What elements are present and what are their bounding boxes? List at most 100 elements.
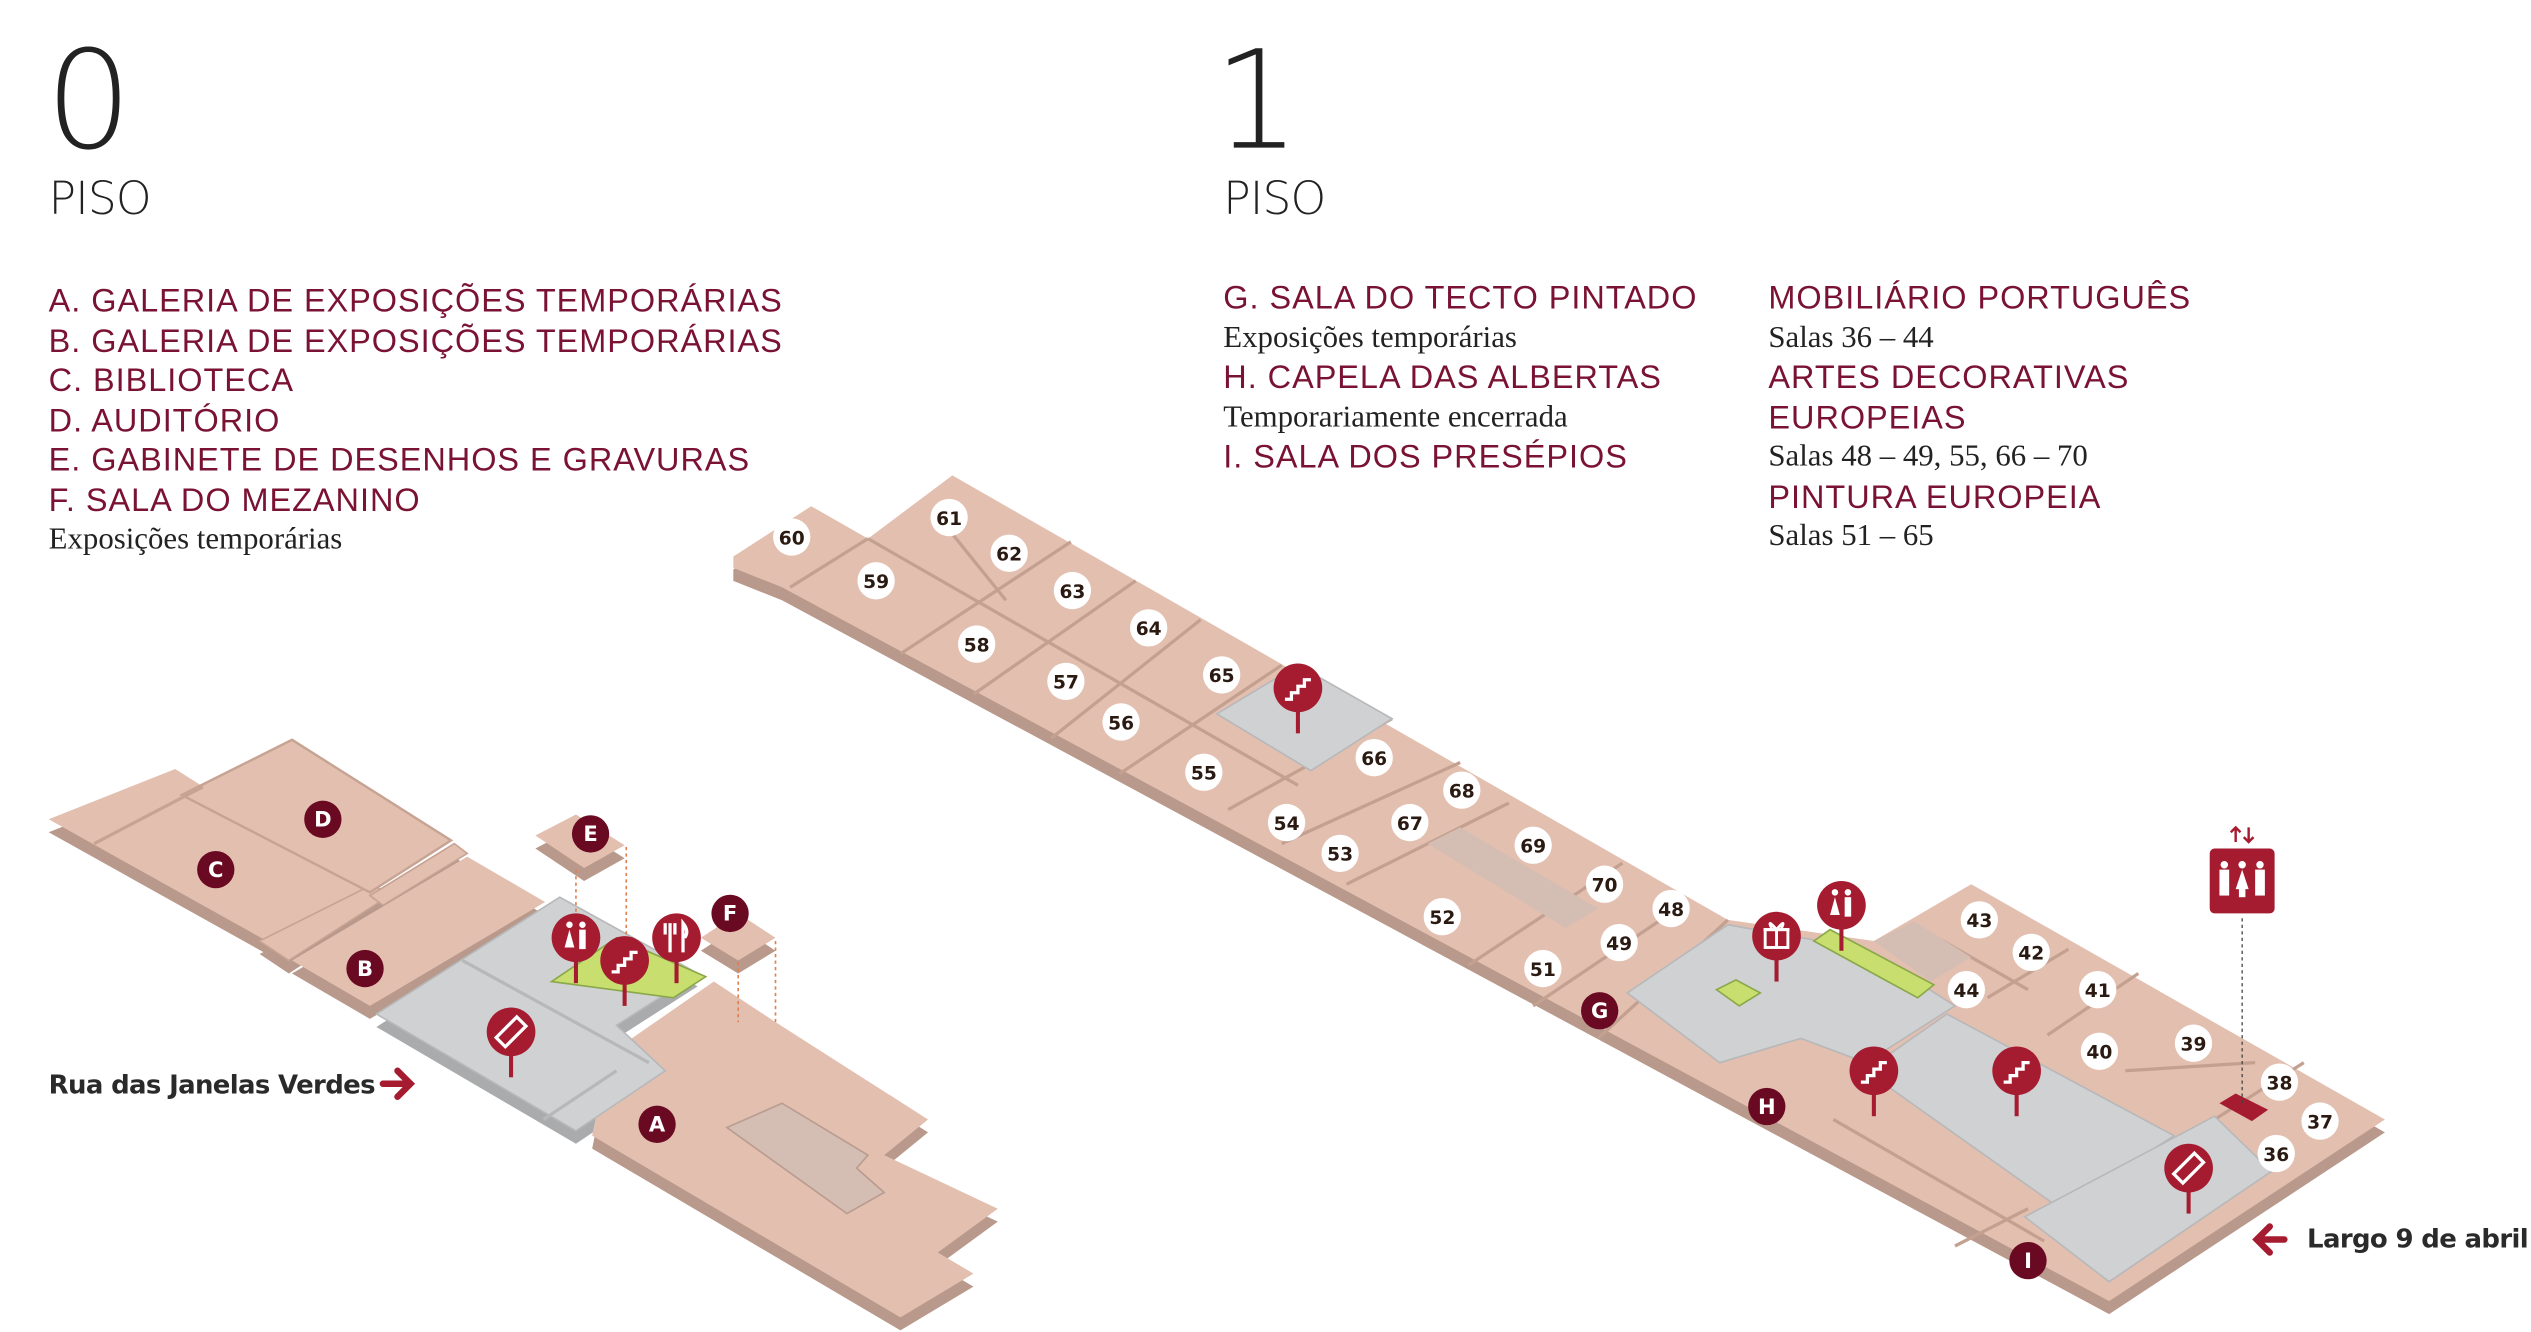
badge-label: 59	[863, 572, 889, 593]
badge-label: 60	[779, 528, 805, 549]
arrow-right-icon	[379, 1067, 416, 1100]
room-badge-39[interactable]: 39	[2174, 1024, 2213, 1062]
room-badge-56[interactable]: 56	[1102, 703, 1140, 741]
room-badge-57[interactable]: 57	[1047, 662, 1085, 701]
room-badge-63[interactable]: 63	[1053, 571, 1092, 610]
badge-label: 67	[1397, 814, 1423, 835]
area-badge-f[interactable]: F	[711, 894, 749, 933]
gift-shop-pin[interactable]	[1752, 912, 1801, 982]
room-badge-66[interactable]: 66	[1355, 739, 1393, 777]
area-badge-h[interactable]: H	[1748, 1087, 1786, 1126]
badge-label: 56	[1108, 713, 1134, 734]
legend-item-f[interactable]: F. SALA DO MEZANINO	[48, 482, 421, 519]
room-badge-62[interactable]: 62	[990, 534, 1028, 572]
badge-label: H	[1758, 1094, 1776, 1119]
restaurant-pin[interactable]	[652, 913, 701, 983]
legend-note-h: Temporariamente encerrada	[1223, 399, 1568, 434]
legend-item-d[interactable]: D. AUDITÓRIO	[48, 403, 281, 439]
room-badge-70[interactable]: 70	[1585, 865, 1624, 903]
room-badge-42[interactable]: 42	[2012, 933, 2050, 972]
elevator-icon	[2219, 861, 2265, 898]
stairs-pin[interactable]	[1992, 1046, 2041, 1116]
area-badge-c[interactable]: C	[197, 850, 235, 889]
room-badge-41[interactable]: 41	[2079, 971, 2117, 1009]
room-badge-43[interactable]: 43	[1960, 901, 1998, 939]
area-badge-i[interactable]: I	[2009, 1241, 2047, 1280]
legend-item-e[interactable]: E. GABINETE DE DESENHOS E GRAVURAS	[48, 442, 751, 479]
room-badge-64[interactable]: 64	[1130, 609, 1168, 647]
badge-label: 68	[1449, 781, 1475, 802]
ticket-pin[interactable]	[487, 1008, 536, 1078]
corridor-tan-2	[1873, 921, 1972, 982]
area-a-inner	[725, 1102, 886, 1215]
room-badge-53[interactable]: 53	[1321, 834, 1359, 873]
legend-item-i[interactable]: I. SALA DOS PRESÉPIOS	[1223, 439, 1628, 476]
badge-label: F	[723, 901, 737, 926]
badge-label: B	[357, 956, 373, 981]
restroom-pin[interactable]	[1817, 881, 1866, 951]
room-badge-59[interactable]: 59	[857, 562, 895, 600]
room-badge-38[interactable]: 38	[2260, 1063, 2299, 1101]
room-badge-69[interactable]: 69	[1514, 826, 1552, 864]
room-badge-52[interactable]: 52	[1423, 897, 1461, 936]
room-badge-48[interactable]: 48	[1652, 889, 1690, 928]
badge-label: 66	[1361, 749, 1387, 770]
legend-item-b[interactable]: B. GALERIA DE EXPOSIÇÕES TEMPORÁRIAS	[48, 323, 783, 360]
floor-0-label: PISO	[48, 171, 152, 226]
room-badge-49[interactable]: 49	[1600, 923, 1638, 962]
room-badge-65[interactable]: 65	[1203, 656, 1241, 694]
badge-label: 36	[2263, 1145, 2289, 1166]
badge-label: 70	[1592, 876, 1618, 897]
room-badge-67[interactable]: 67	[1391, 803, 1429, 842]
badge-label: I	[2024, 1248, 2032, 1273]
elevator-sign[interactable]	[2209, 825, 2275, 914]
room-badge-60[interactable]: 60	[773, 518, 811, 556]
legend-collection-pintura[interactable]: PINTURA EUROPEIA	[1768, 479, 2102, 516]
room-badge-55[interactable]: 55	[1185, 753, 1223, 791]
area-badge-b[interactable]: B	[346, 949, 384, 988]
legend-rooms-artes: Salas 48 – 49, 55, 66 – 70	[1768, 439, 2088, 474]
room-badge-36[interactable]: 36	[2257, 1134, 2295, 1173]
stairs-pin[interactable]	[600, 936, 649, 1006]
badge-label: 49	[1606, 934, 1632, 955]
badge-label: 65	[1209, 666, 1235, 687]
legend-item-h[interactable]: H. CAPELA DAS ALBERTAS	[1223, 360, 1662, 396]
area-badge-a[interactable]: A	[638, 1105, 676, 1143]
floor-0-plan	[48, 738, 998, 1331]
room-badge-40[interactable]: 40	[2080, 1032, 2119, 1070]
legend-note-f: Exposições temporárias	[48, 522, 343, 557]
room-badge-68[interactable]: 68	[1443, 771, 1481, 809]
badge-label: 39	[2181, 1035, 2207, 1056]
area-badge-e[interactable]: E	[571, 815, 610, 853]
stairs-pin[interactable]	[1850, 1046, 1899, 1116]
legend-note-g: Exposições temporárias	[1223, 320, 1517, 355]
legend-collection-mobiliario[interactable]: MOBILIÁRIO PORTUGUÊS	[1768, 280, 2192, 317]
room-badge-58[interactable]: 58	[958, 625, 996, 663]
street-label-largo-9-de-abril: Largo 9 de abril	[2307, 1223, 2529, 1255]
room-badge-37[interactable]: 37	[2301, 1102, 2339, 1140]
area-badge-g[interactable]: G	[1581, 992, 1619, 1030]
ticket-pin[interactable]	[2164, 1144, 2213, 1214]
floor-1-label: PISO	[1223, 171, 1326, 226]
stairs-pin[interactable]	[1274, 664, 1323, 734]
badge-label: 38	[2266, 1073, 2292, 1094]
area-badge-d[interactable]: D	[304, 800, 342, 838]
legend-collection-artes[interactable]: ARTES DECORATIVAS	[1768, 360, 2130, 396]
legend-item-a[interactable]: A. GALERIA DE EXPOSIÇÕES TEMPORÁRIAS	[48, 283, 783, 320]
badge-label: 61	[936, 509, 962, 530]
legend-item-c[interactable]: C. BIBLIOTECA	[48, 363, 294, 400]
area-f[interactable]	[700, 913, 776, 961]
badge-label: 51	[1530, 960, 1556, 981]
restroom-pin[interactable]	[552, 913, 601, 983]
room-badge-54[interactable]: 54	[1267, 803, 1306, 842]
room-badge-61[interactable]: 61	[930, 498, 968, 537]
room-badge-44[interactable]: 44	[1947, 971, 1986, 1009]
floor-1-plan	[733, 475, 2385, 1315]
up-down-arrows-icon	[2229, 825, 2255, 844]
room-badge-51[interactable]: 51	[1524, 949, 1562, 988]
legend-item-g[interactable]: G. SALA DO TECTO PINTADO	[1223, 280, 1698, 317]
badge-label: 52	[1429, 908, 1455, 929]
legend-collection-artes-line2: EUROPEIAS	[1768, 399, 1967, 436]
badge-label: 69	[1520, 837, 1546, 858]
